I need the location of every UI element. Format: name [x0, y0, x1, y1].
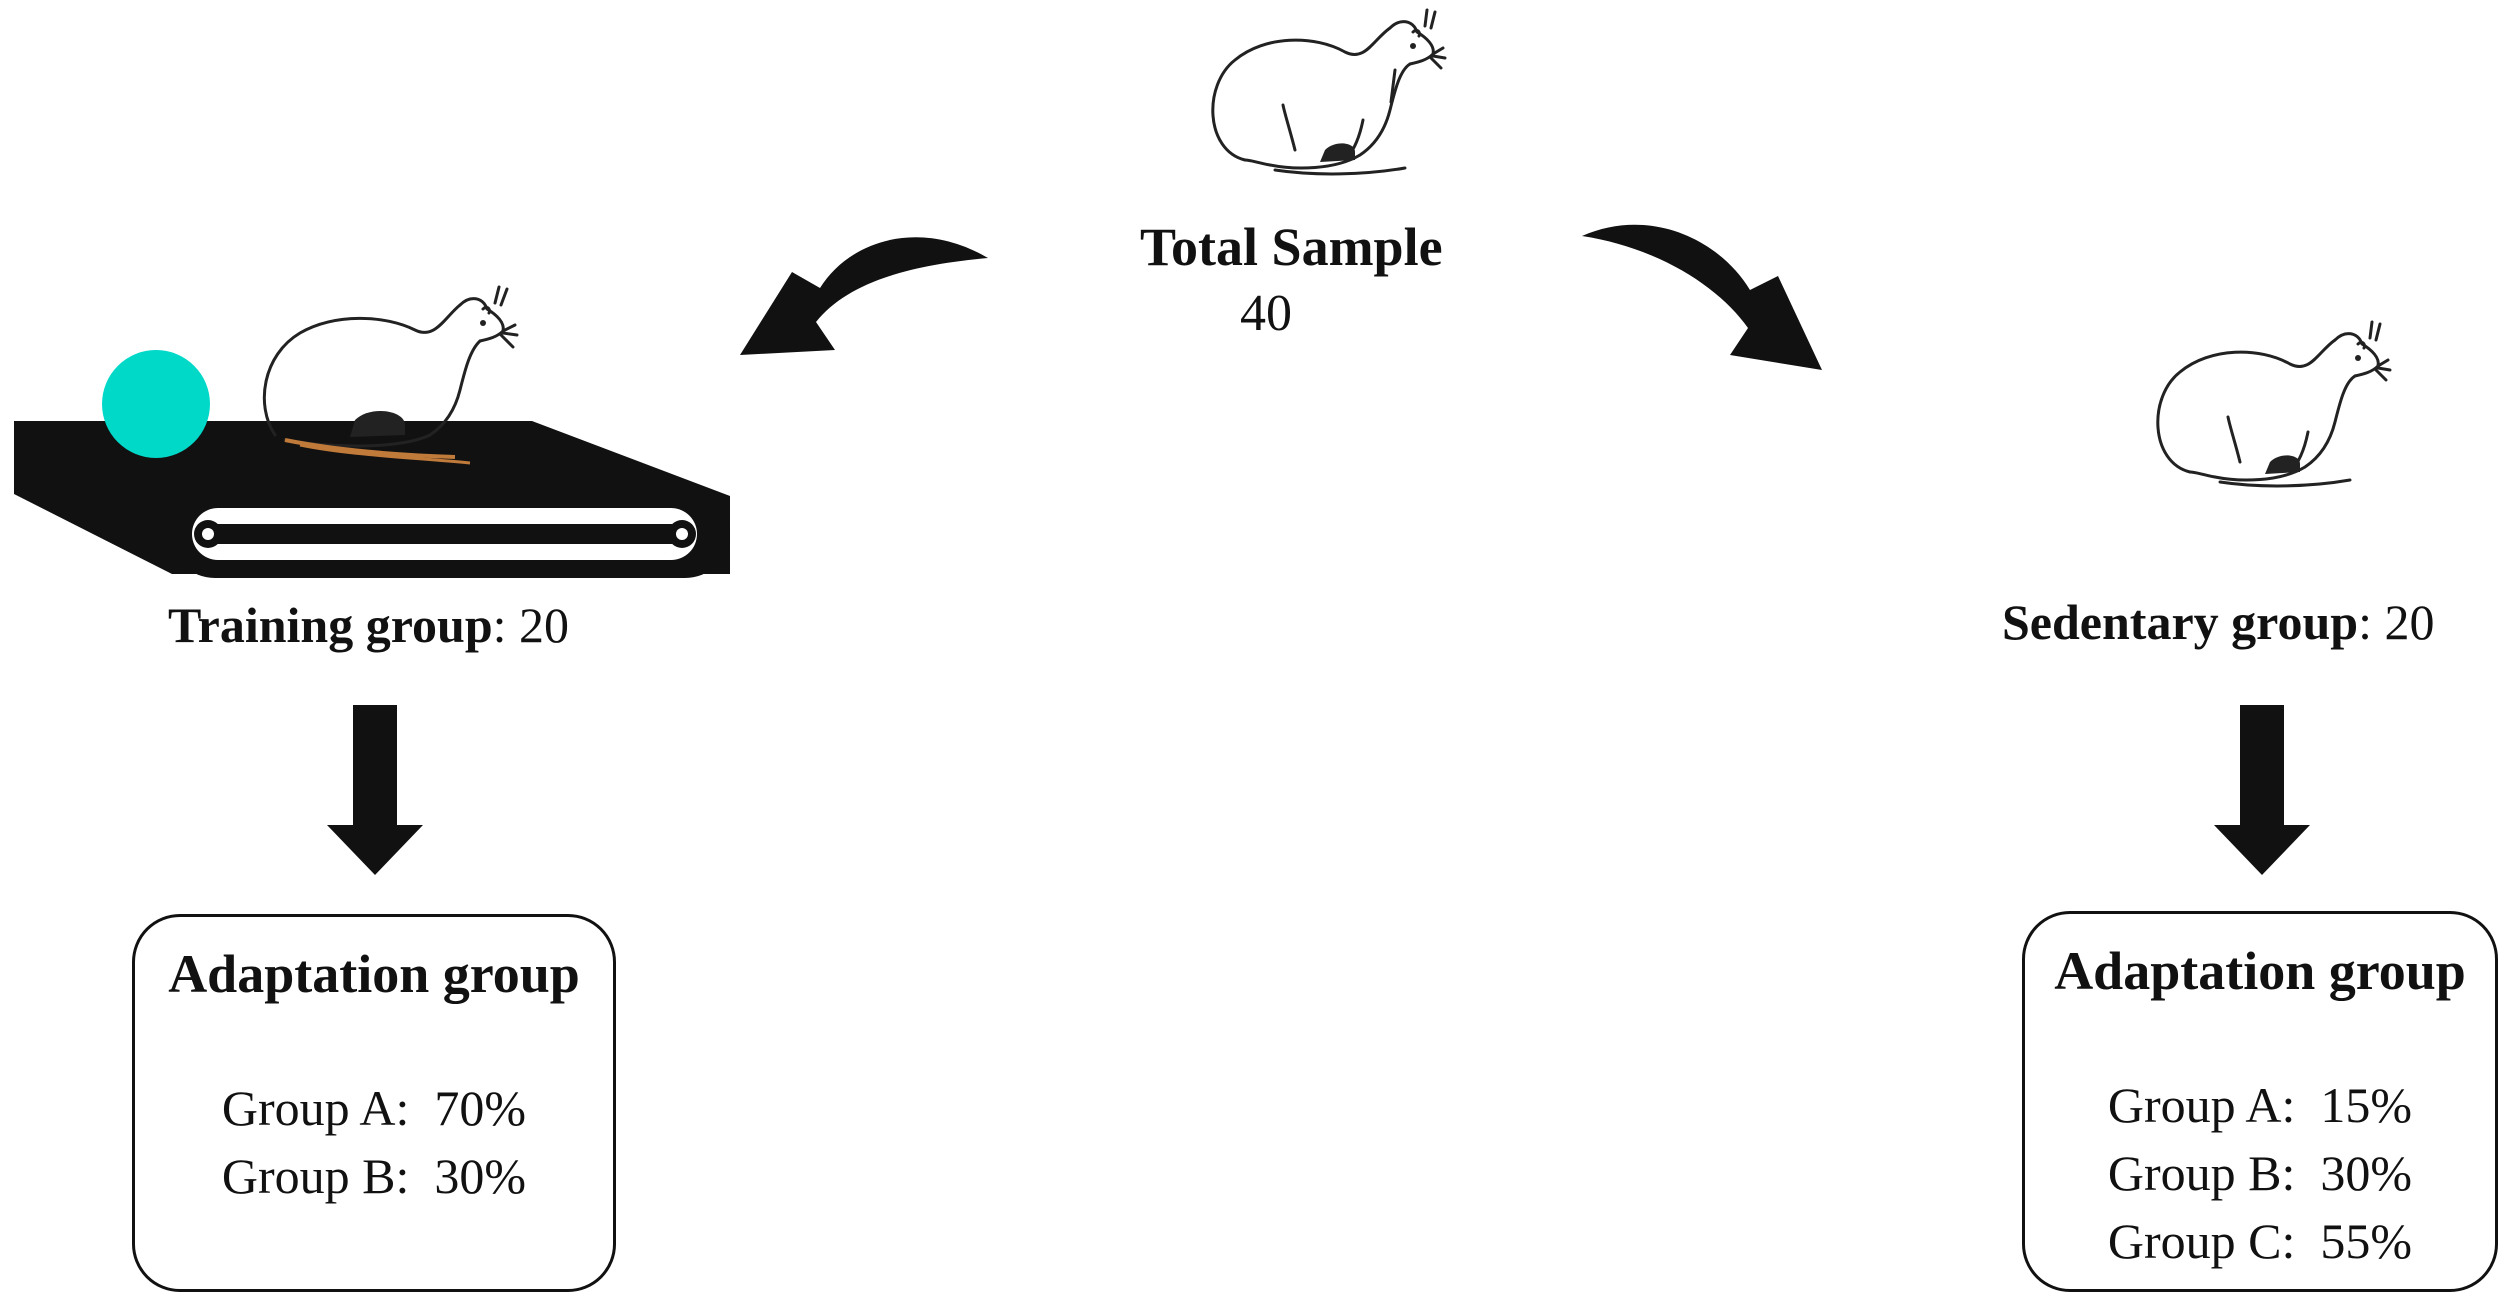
group-value: 70%: [434, 1080, 527, 1136]
group-label: Group A:: [2107, 1077, 2296, 1133]
sedentary-group-sep: :: [2358, 594, 2372, 650]
group-label: Group B:: [221, 1148, 410, 1204]
group-value: 15%: [2320, 1077, 2413, 1133]
training-group-sep: :: [492, 597, 507, 653]
rat-icon: [1211, 8, 1447, 176]
sedentary-group-b-row: Group B: 30%: [2025, 1148, 2495, 1198]
down-arrow-icon: [2214, 705, 2310, 875]
total-sample-count: 40: [1240, 285, 1292, 342]
training-adaptation-box: Adaptation group Group A: 70% Group B: 3…: [132, 914, 616, 1292]
sedentary-group-name: Sedentary group: [2002, 594, 2359, 650]
training-adaptation-title: Adaptation group: [168, 944, 580, 1004]
group-label: Group B:: [2107, 1145, 2296, 1201]
training-group-a-row: Group A: 70%: [135, 1083, 613, 1133]
rat-icon: [2156, 320, 2392, 488]
treadmill-icon: [14, 350, 730, 578]
rat-icon: [262, 285, 519, 465]
sedentary-group-count: 20: [2384, 594, 2435, 650]
sedentary-group-c-row: Group C: 55%: [2025, 1216, 2495, 1266]
curved-arrow-icon: [1582, 224, 1822, 370]
training-group-label: Training group: 20: [168, 600, 569, 650]
sedentary-group-a-row: Group A: 15%: [2025, 1080, 2495, 1130]
training-group-count: 20: [519, 597, 570, 653]
sedentary-adaptation-box: Adaptation group Group A: 15% Group B: 3…: [2022, 911, 2498, 1292]
group-label: Group C:: [2107, 1213, 2296, 1269]
total-sample-title: Total Sample: [1140, 217, 1443, 277]
group-value: 30%: [434, 1148, 527, 1204]
group-label: Group A:: [221, 1080, 410, 1136]
down-arrow-icon: [327, 705, 423, 875]
group-value: 30%: [2320, 1145, 2413, 1201]
sedentary-adaptation-title: Adaptation group: [2054, 941, 2466, 1001]
curved-arrow-icon: [740, 237, 988, 355]
group-value: 55%: [2320, 1213, 2413, 1269]
training-group-name: Training group: [168, 597, 493, 653]
training-group-b-row: Group B: 30%: [135, 1151, 613, 1201]
sedentary-group-label: Sedentary group: 20: [2002, 597, 2434, 647]
